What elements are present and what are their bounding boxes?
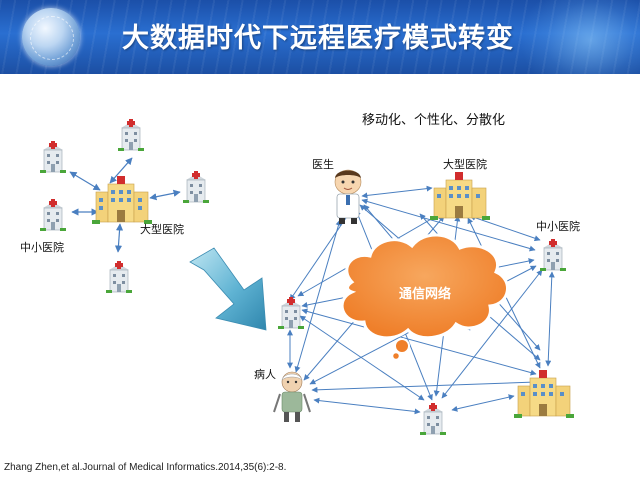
left-small-hospital-label: 中小医院 [20,240,64,254]
doctor-label: 医生 [312,157,334,171]
logo-disc-icon [22,8,80,66]
small-hospital-icon [183,171,209,203]
left-hierarchy [69,157,181,253]
small-hospital-icon [106,261,132,293]
doctor-icon [334,169,362,224]
small-hospital-icon [420,403,446,435]
patient-label: 病人 [254,367,276,381]
link-large-to-small-1 [109,157,133,184]
small-hospital-icon [40,141,66,173]
large-hospital-icon [514,370,574,418]
network-label: 通信网络 [399,286,451,302]
link-large-to-small-2 [69,171,101,191]
small-hospital-icon [40,199,66,231]
right-small-hospital-label: 中小医院 [536,219,580,233]
slide-header: 大数据时代下远程医疗模式转变 [0,0,640,74]
small-hospital-icon [118,119,144,151]
network-cloud: 通信网络 [340,233,509,361]
small-hospital-icon [540,239,566,271]
network-heading: 移动化、个性化、分散化 [362,113,505,128]
large-hospital-icon [430,172,490,220]
slide-title: 大数据时代下远程医疗模式转变 [122,23,514,54]
small-hospital-icon [278,297,304,329]
telemedicine-diagram: 大型医院 中小医院 移动化、个性化、分散化 通信网络 [20,113,580,435]
large-hospital-icon [92,176,152,224]
transition-arrow-icon [189,247,267,331]
citation-text: Zhang Zhen,et al.Journal of Medical Info… [4,462,287,473]
right-large-hospital-label: 大型医院 [443,157,487,171]
link-large-to-small-5 [114,223,124,253]
header-glow [520,0,640,74]
patient-icon [273,371,311,422]
link-large-to-small-3 [149,189,181,201]
left-large-hospital-label: 大型医院 [140,222,184,236]
